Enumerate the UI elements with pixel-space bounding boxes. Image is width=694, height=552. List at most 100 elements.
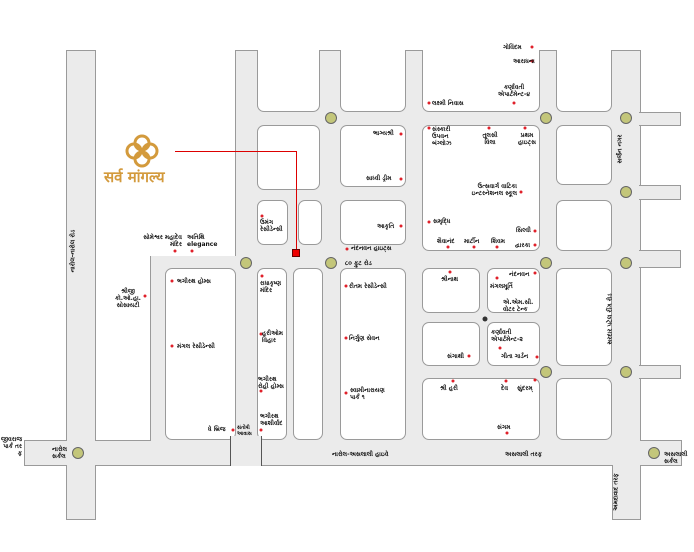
- block: [298, 200, 322, 245]
- road-label: જીવરાજપાર્ક તરફ: [0, 436, 22, 457]
- roundabout: [620, 366, 632, 378]
- road-label: સરદાર પટેલ રીંગ રોડ: [606, 293, 614, 345]
- marker-dot: [505, 431, 509, 435]
- marker-dot: [344, 391, 348, 395]
- marker-dot: [143, 294, 147, 298]
- marker-dot: [472, 245, 476, 249]
- marker-dot: [427, 126, 431, 130]
- roundabout: [620, 112, 632, 124]
- road-stub-3: [639, 250, 681, 268]
- place-label: કર્ણાવતી એપાર્ટમેન્ટ-૪: [497, 84, 531, 98]
- marker-dot: [523, 126, 527, 130]
- place-label: શ્રીજી કો.ઓ.હા. સોસાયટી: [115, 288, 141, 309]
- block: [487, 322, 540, 366]
- roundabout: [325, 112, 337, 124]
- place-label: હરીઓમ વિહાર: [262, 330, 283, 344]
- place-label: નંદનવન હાઇટ્સ: [351, 245, 392, 252]
- block: [293, 268, 323, 440]
- roundabout: [540, 366, 552, 378]
- junction-dot: [482, 316, 488, 322]
- place-label: રાધાકૃષ્ણ મંદિર: [260, 280, 282, 294]
- marker-dot: [504, 379, 508, 383]
- pointer-line: [175, 151, 297, 152]
- place-label: નંદનવન: [509, 271, 530, 278]
- marker-dot: [530, 45, 534, 49]
- marker-dot: [259, 332, 263, 336]
- place-label: ધે બ્રિજ: [208, 426, 226, 433]
- logo-text: सर्व मांगल्य: [104, 168, 165, 186]
- block: [257, 50, 320, 112]
- place-label: ભાગ્યશ્રી: [373, 130, 394, 137]
- place-label: માર્ટીન: [464, 238, 480, 245]
- place-label: સમૃદ્ધિ: [433, 218, 451, 225]
- road-label: અસલાલી સર્કલ: [664, 451, 688, 465]
- marker-dot: [519, 190, 523, 194]
- road-network-join: [236, 250, 640, 262]
- block: [422, 378, 540, 440]
- marker-dot: [170, 344, 174, 348]
- marker-dot: [533, 271, 537, 275]
- roundabout: [240, 257, 252, 269]
- marker-dot: [451, 379, 455, 383]
- road-right-bottom: [612, 465, 641, 520]
- place-label: દ્વારકા: [515, 242, 531, 249]
- place-label: સિલ્વી: [516, 227, 531, 234]
- marker-dot: [260, 274, 264, 278]
- marker-dot: [399, 132, 403, 136]
- place-label: ગોવિંદમ: [503, 44, 522, 51]
- block: [340, 50, 406, 112]
- block: [257, 268, 287, 440]
- place-label: ભગીરથ હોમ્સ: [177, 278, 211, 285]
- marker-dot: [259, 428, 263, 432]
- marker-dot: [446, 245, 450, 249]
- place-label: શ્રીનાથ: [441, 276, 459, 283]
- place-label: સ્વામીનારાયણ પાર્ક ૧: [350, 387, 385, 401]
- road-join-main: [151, 436, 640, 444]
- block: [422, 322, 480, 366]
- place-label: રીતમ રેસીડેન્સી: [349, 283, 387, 290]
- block: [340, 200, 406, 245]
- block: [556, 378, 612, 440]
- place-label: સોમેશ્વર મહાદેવ મંદિર: [143, 234, 182, 248]
- marker-dot: [498, 346, 502, 350]
- marker-dot: [495, 276, 499, 280]
- marker-dot: [448, 270, 452, 274]
- block: [556, 125, 612, 185]
- pointer-line: [296, 151, 297, 250]
- roundabout: [620, 257, 632, 269]
- place-label: ઉમંગ રેસીડેન્સી: [260, 219, 283, 233]
- road-stub-1: [639, 112, 681, 126]
- roundabout: [325, 257, 337, 269]
- place-label: શૈવાનંદ: [437, 238, 455, 245]
- block: [257, 125, 320, 190]
- marker-dot: [533, 229, 537, 233]
- place-label: ભગીરથ રોહી હોમ્સ: [258, 376, 284, 390]
- marker-dot: [487, 126, 491, 130]
- marker-dot: [530, 59, 534, 63]
- place-label: શ્રી હરી: [440, 385, 458, 392]
- block: [422, 50, 540, 112]
- road-label: નારોલ-અસલાલી હાઇવે: [332, 451, 389, 458]
- roundabout: [620, 186, 632, 198]
- place-label: ભગીરથ આશીર્વાદ: [260, 413, 283, 427]
- block: [422, 125, 540, 251]
- place-label: ઉત્સવાર્ગ વાટિકા ઇન્ટરનેશનલ સ્કૂલ: [471, 183, 517, 197]
- place-label: લક્ષ્મી નિવાસ: [432, 100, 464, 107]
- place-label: દેવ: [501, 385, 509, 392]
- marker-dot: [260, 214, 264, 218]
- block: [340, 125, 406, 187]
- road-stub-2: [639, 185, 681, 200]
- place-label: સંસ્કારી ઉપવન બંગ્લોઝ: [432, 126, 452, 147]
- place-label: આકૃતિ: [377, 223, 395, 230]
- road-label: ૮૦ ફુટ રોડ: [345, 260, 372, 267]
- place-label: પ્રથમ હાઇટ્સ: [518, 132, 536, 146]
- marker-dot: [427, 220, 431, 224]
- place-label: આરાધના: [513, 58, 535, 65]
- block: [257, 200, 288, 245]
- marker-dot: [259, 389, 263, 393]
- marker-dot: [399, 224, 403, 228]
- place-label: અતિથિ elegance: [187, 234, 218, 248]
- place-label: ગીતા ગાર્ડન: [501, 353, 529, 360]
- place-label: સંગાથી: [447, 353, 465, 360]
